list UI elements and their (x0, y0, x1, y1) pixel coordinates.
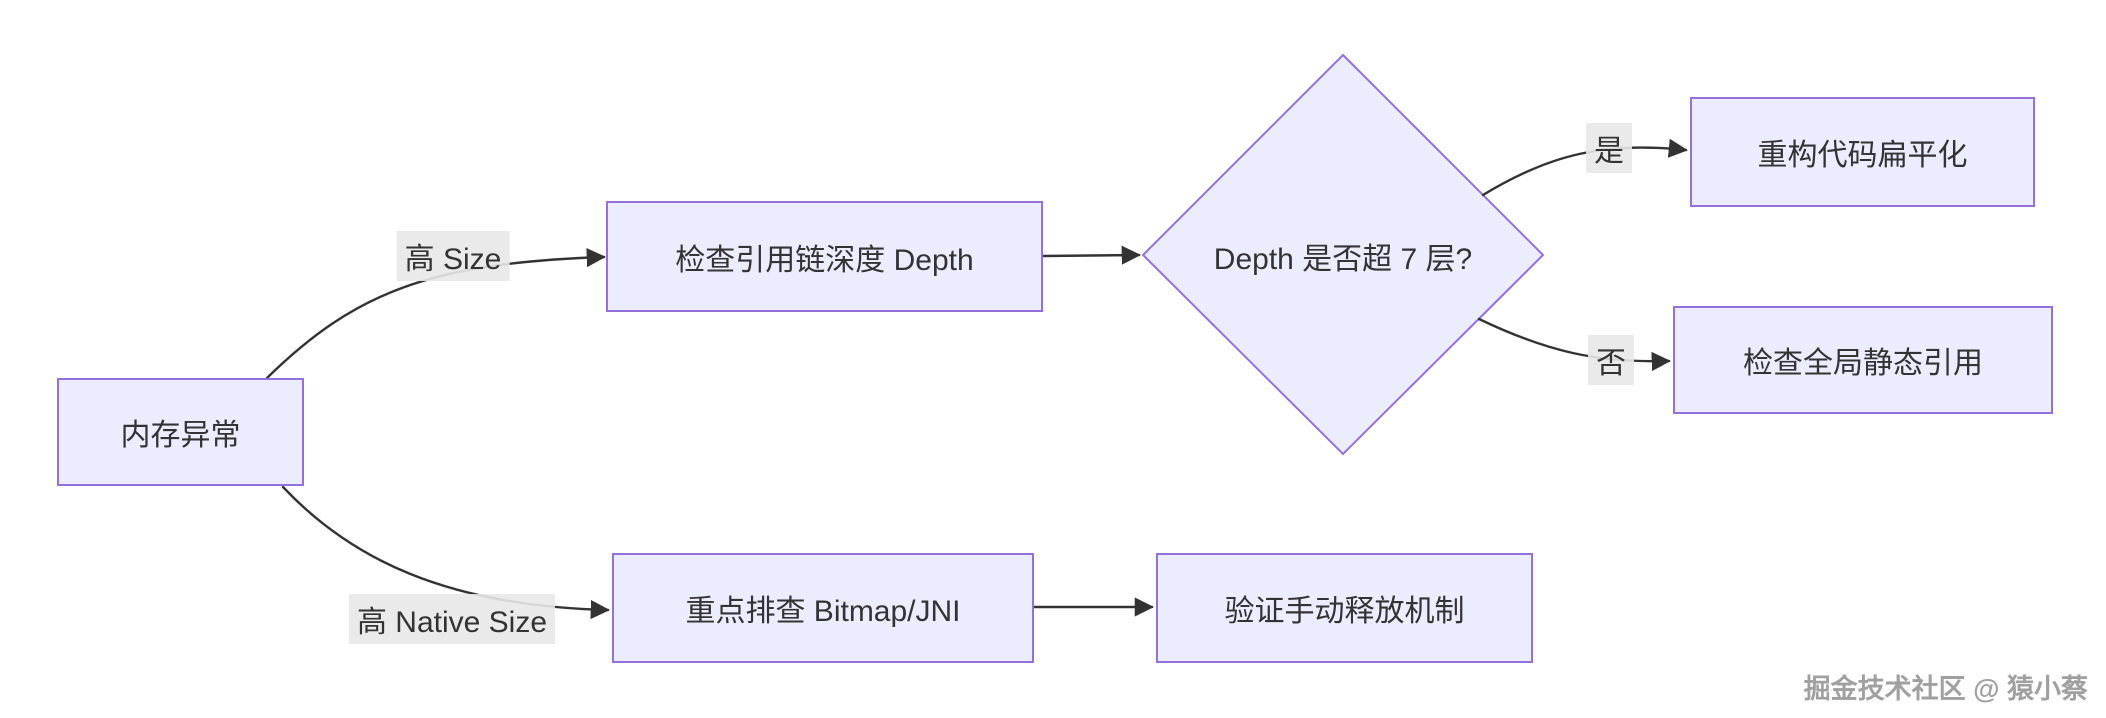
node-depth-check: 检查引用链深度 Depth (606, 201, 1043, 312)
edge-depth-check-to-decision (1041, 245, 1141, 265)
edge-label-yes: 是 (1586, 123, 1632, 173)
node-bitmap-jni: 重点排查 Bitmap/JNI (612, 553, 1034, 663)
edge-memory-to-bitmap-jni (281, 485, 610, 620)
node-flatten: 重构代码扁平化 (1690, 97, 2035, 207)
decision-diamond-shape (1141, 53, 1545, 456)
edge-memory-to-depth-check (265, 248, 606, 380)
node-global-static-label: 检查全局静态引用 (1743, 347, 1983, 380)
node-bitmap-jni-label: 重点排查 Bitmap/JNI (685, 595, 961, 628)
node-decision-label-container: Depth 是否超 7 层? (1193, 226, 1493, 286)
node-manual-release: 验证手动释放机制 (1156, 553, 1533, 663)
node-depth-check-label: 检查引用链深度 Depth (675, 243, 974, 277)
edge-label-high-size: 高 Size (396, 231, 510, 281)
watermark-text: 掘金技术社区 @ 猿小蔡 (1803, 674, 2088, 704)
node-memory-label: 内存异常 (120, 419, 241, 452)
edge-label-high-native-size: 高 Native Size (348, 594, 556, 644)
edge-decision-to-global-static (1477, 317, 1671, 372)
node-decision-label: Depth 是否超 7 层? (1213, 243, 1473, 276)
node-memory: 内存异常 (57, 378, 304, 486)
node-flatten-label: 重构代码扁平化 (1757, 139, 1968, 172)
node-manual-release-label: 验证手动释放机制 (1224, 595, 1465, 628)
edge-decision-to-flatten (1481, 138, 1688, 197)
edge-label-no: 否 (1588, 335, 1634, 385)
node-global-static: 检查全局静态引用 (1673, 306, 2053, 414)
